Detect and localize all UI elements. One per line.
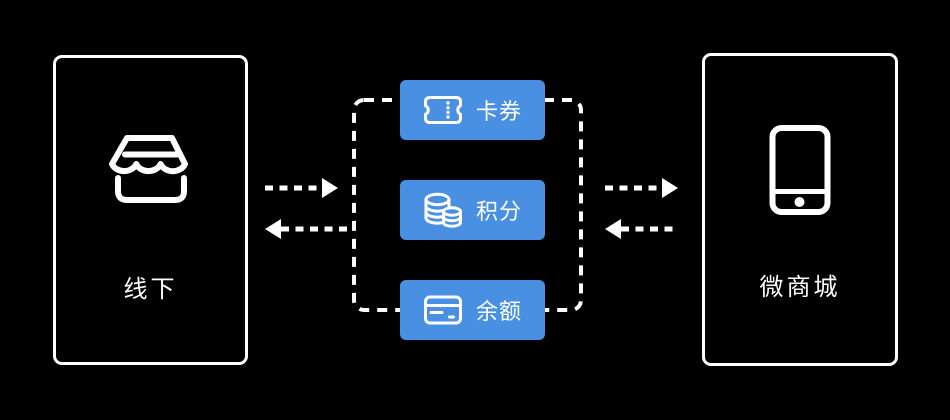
arrowhead-right-icon (322, 178, 338, 198)
arrow-hub-to-mall (605, 178, 678, 198)
arrow-hub-to-offline (265, 219, 348, 239)
coupon-badge-label: 卡券 (475, 99, 522, 124)
arrowhead-right-icon (662, 178, 678, 198)
offline-panel: 线下 (53, 55, 248, 365)
points-badge-label: 积分 (475, 199, 522, 224)
balance-badge-label: 余额 (475, 299, 522, 324)
points-badge: 积分 (400, 180, 545, 240)
weimall-panel-label: 微商城 (759, 274, 841, 301)
arrowhead-left-icon (605, 219, 621, 239)
weimall-panel: 微商城 (702, 53, 898, 366)
coins-icon (424, 192, 462, 228)
arrow-offline-to-hub (265, 178, 338, 198)
ticket-icon (423, 96, 462, 124)
arrow-mall-to-hub (605, 219, 678, 239)
coupon-badge: 卡券 (400, 80, 545, 140)
offline-panel-label: 线下 (123, 276, 178, 303)
storefront-icon (108, 135, 188, 203)
balance-badge: 余额 (400, 280, 545, 340)
arrowhead-left-icon (265, 219, 281, 239)
bank-card-icon (423, 295, 462, 325)
mobile-phone-icon (769, 125, 831, 215)
